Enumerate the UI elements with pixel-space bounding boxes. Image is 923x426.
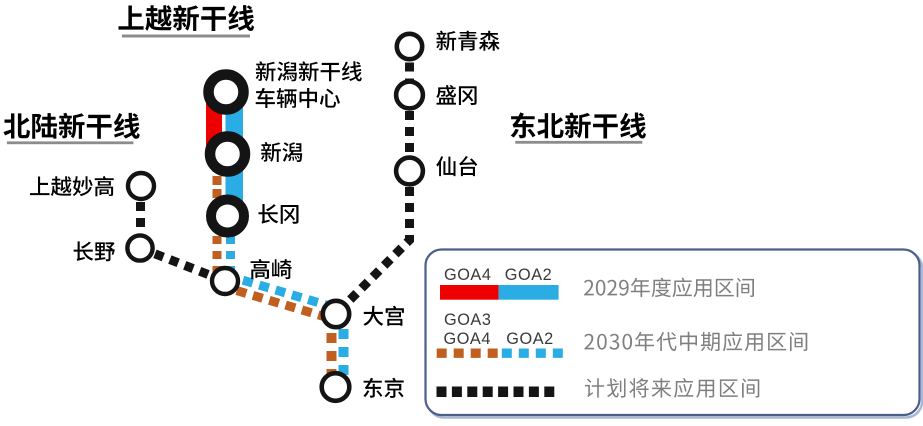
svg-text:GOA4: GOA4 [444, 266, 491, 284]
svg-text:GOA2: GOA2 [506, 330, 553, 348]
svg-text:GOA2: GOA2 [505, 266, 552, 284]
svg-text:GOA3: GOA3 [444, 311, 491, 329]
svg-text:GOA4: GOA4 [444, 330, 491, 348]
